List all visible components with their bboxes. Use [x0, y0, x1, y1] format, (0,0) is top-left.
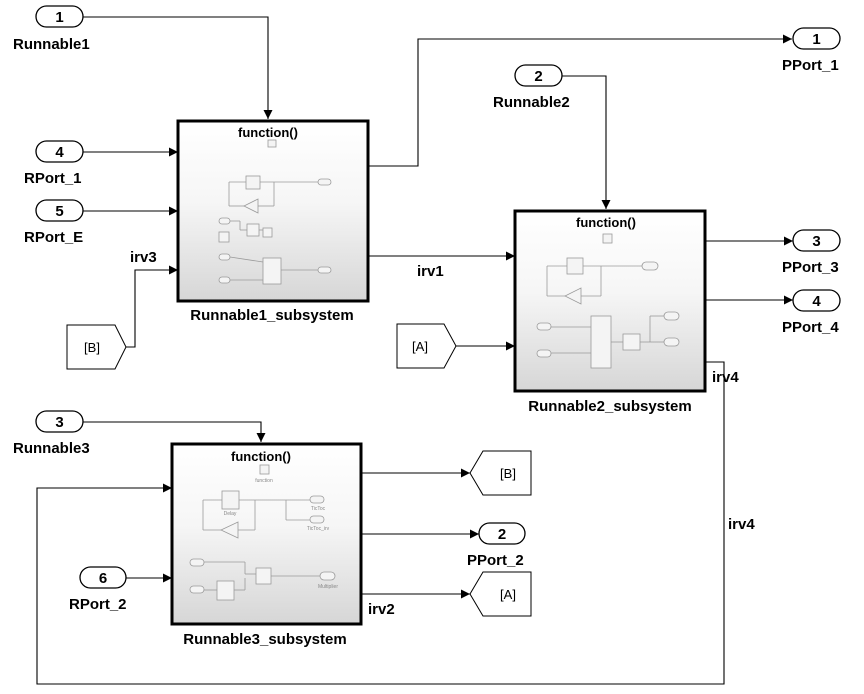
outport-label: PPort_3 [782, 259, 839, 276]
inner-label-delay: Delay [224, 511, 237, 517]
outport-oval [792, 27, 841, 50]
outport-pport4[interactable]: 4 PPort_4 [782, 289, 841, 336]
subsystem-preview [536, 233, 680, 369]
inport-label: RPort_2 [69, 596, 127, 613]
inport-rporte[interactable]: 5 RPort_E [24, 199, 84, 246]
outport-label: PPort_1 [782, 57, 839, 74]
tag-label: [A] [500, 587, 516, 602]
inport-oval [514, 64, 563, 87]
tag-label: [A] [412, 339, 428, 354]
subsystem-name: Runnable1_subsystem [190, 307, 353, 324]
tag-label: [B] [84, 340, 100, 355]
subsystem-name: Runnable2_subsystem [528, 398, 691, 415]
tag-shape [396, 323, 457, 369]
subsystem-name: Runnable3_subsystem [183, 631, 346, 648]
inport-number: 2 [534, 68, 542, 85]
line-irv4[interactable] [36, 361, 725, 685]
tag-shape [469, 571, 532, 617]
inport-number: 4 [55, 144, 64, 161]
inner-label-tictoc-irv: TicToc_irv [307, 526, 330, 532]
outport-number: 1 [812, 31, 820, 48]
outport-oval [792, 229, 841, 252]
from-tag-b[interactable]: [B] [66, 324, 127, 370]
inport-oval [79, 566, 127, 589]
inport-number: 3 [55, 414, 63, 431]
inport-oval [35, 199, 84, 222]
trigger-label: function() [231, 449, 291, 464]
outport-pport1[interactable]: 1 PPort_1 [782, 27, 841, 74]
subsystem-runnable2[interactable]: function() Runnable2_subs [513, 209, 707, 415]
signal-label-irv4-feedback: irv4 [728, 516, 755, 533]
outport-number: 3 [812, 233, 820, 250]
subsystem-preview: function Delay TicToc TicToc_irv [189, 464, 338, 601]
outport-pport3[interactable]: 3 PPort_3 [782, 229, 841, 276]
inport-rport1[interactable]: 4 RPort_1 [24, 140, 84, 187]
outport-oval [478, 522, 526, 545]
inport-label: Runnable1 [13, 36, 90, 53]
line-pport1[interactable] [368, 34, 792, 167]
trigger-label: function() [576, 215, 636, 230]
inport-label: Runnable3 [13, 440, 90, 457]
inport-oval [35, 5, 84, 28]
line-runnable2-trigger[interactable] [562, 75, 611, 209]
inner-label-function: function [255, 478, 273, 484]
outport-number: 2 [498, 526, 506, 543]
inport-label: RPort_E [24, 229, 83, 246]
line-runnable1-trigger[interactable] [83, 16, 273, 119]
line-runnable3-trigger[interactable] [83, 421, 266, 442]
tag-label: [B] [500, 466, 516, 481]
subsystem-runnable3[interactable]: function() function Delay TicToc TicToc_… [170, 442, 363, 648]
inport-runnable3[interactable]: 3 Runnable3 [13, 410, 90, 457]
from-tag-a[interactable]: [A] [396, 323, 457, 369]
inport-rport2[interactable]: 6 RPort_2 [69, 566, 127, 613]
inport-number: 5 [55, 203, 63, 220]
signal-lines [36, 16, 793, 685]
line-irv3[interactable] [126, 265, 178, 348]
goto-tag-b[interactable]: [B] [469, 450, 532, 496]
signal-label-irv3: irv3 [130, 249, 157, 266]
inport-runnable1[interactable]: 1 Runnable1 [13, 5, 90, 53]
outport-label: PPort_2 [467, 552, 524, 569]
inner-label-tictoc: TicToc [311, 506, 326, 512]
outport-oval [792, 289, 841, 312]
signal-label-irv4: irv4 [712, 369, 739, 386]
inport-label: RPort_1 [24, 170, 82, 187]
outport-label: PPort_4 [782, 319, 839, 336]
signal-label-irv1: irv1 [417, 263, 444, 280]
outport-pport2[interactable]: 2 PPort_2 [467, 522, 526, 569]
inport-oval [35, 410, 84, 433]
tag-shape [469, 450, 532, 496]
subsystem-runnable1[interactable]: function() [176, 119, 370, 324]
inport-number: 1 [55, 9, 63, 26]
subsystem-preview [218, 139, 332, 285]
tag-shape [66, 324, 127, 370]
outport-number: 4 [812, 293, 821, 310]
inport-oval [35, 140, 84, 163]
inport-label: Runnable2 [493, 94, 570, 111]
inport-number: 6 [99, 570, 107, 587]
inport-runnable2[interactable]: 2 Runnable2 [493, 64, 570, 111]
goto-tag-a[interactable]: [A] [469, 571, 532, 617]
trigger-label: function() [238, 125, 298, 140]
inner-label-multiplier: Multiplier [318, 584, 338, 590]
signal-label-irv2: irv2 [368, 601, 395, 618]
